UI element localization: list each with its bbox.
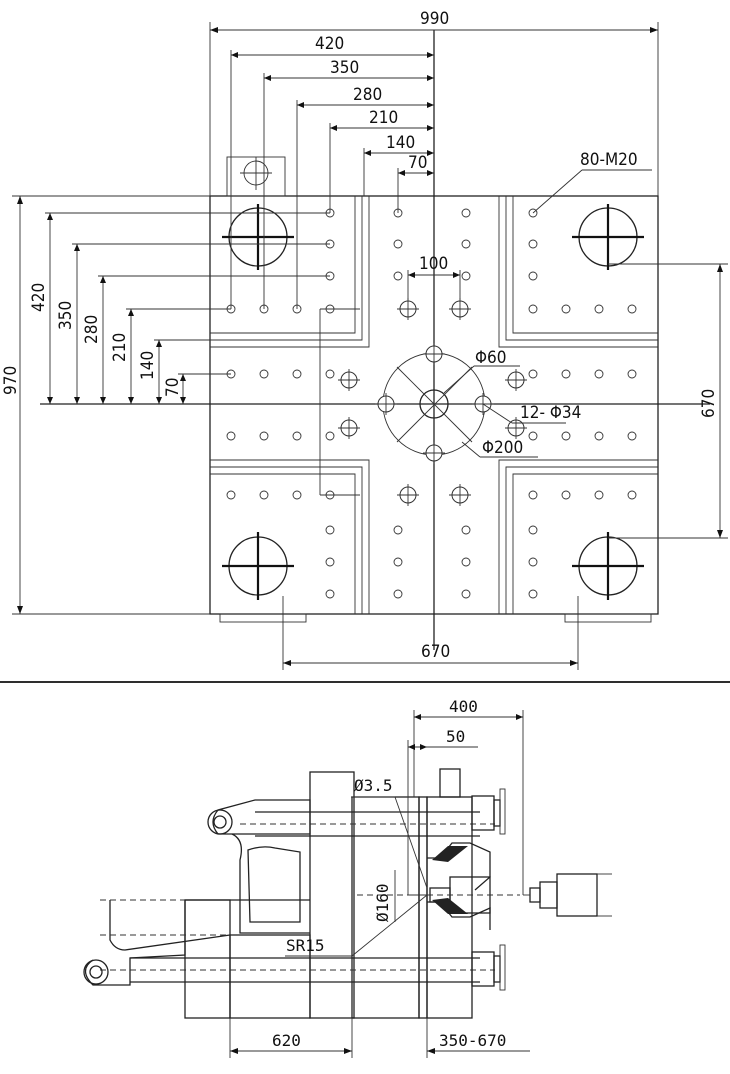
callout-phi200: Φ200 [482,438,523,458]
dim-280-left: 280 [82,315,102,344]
left-dimensions [12,195,330,615]
dim-100: 100 [419,254,448,274]
dim-420-left: 420 [29,283,49,312]
tie-bar-holes [222,204,644,600]
dim-210-top: 210 [369,108,398,128]
dim-dia160: Ø160 [373,883,392,922]
dim-50: 50 [446,727,465,746]
callout-12-phi34: 12- Φ34 [520,403,581,423]
dim-350-top: 350 [330,58,359,78]
dim-70-left: 70 [163,378,183,397]
top-dimensions [209,22,659,309]
dim-140-left: 140 [138,351,158,380]
dim-280-top: 280 [353,85,382,105]
dim-970: 970 [1,366,21,395]
dim-210-left: 210 [110,333,130,362]
t-slots [210,196,658,614]
m20-holes [226,208,637,599]
dim-990: 990 [420,9,449,29]
callout-phi60: Φ60 [475,348,507,368]
dim-350-left: 350 [56,301,76,330]
front-view: 990 420 350 280 210 140 70 970 420 3 [1,9,728,670]
dim-400: 400 [449,697,478,716]
foot-right [564,613,652,623]
dim-140-top: 140 [386,133,415,153]
injection-unit [556,873,598,917]
dim-420-top: 420 [315,34,344,54]
dim-70-top: 70 [408,153,427,173]
center-hole [419,389,449,419]
foot-left [219,613,307,623]
callout-sr15: SR15 [286,936,325,955]
moving-platen [309,771,355,1019]
side-view: 400 50 Ø3.5 Ø160 SR15 620 350-670 [83,697,612,1058]
callout-80-m20: 80-M20 [580,150,638,170]
callout-dia35: Ø3.5 [354,776,393,795]
dim-670-right: 670 [699,389,719,418]
dim-620: 620 [272,1031,301,1050]
upper-toggle [212,799,311,835]
dim-350-670: 350-670 [439,1031,506,1050]
dim-670-bottom: 670 [421,642,450,662]
